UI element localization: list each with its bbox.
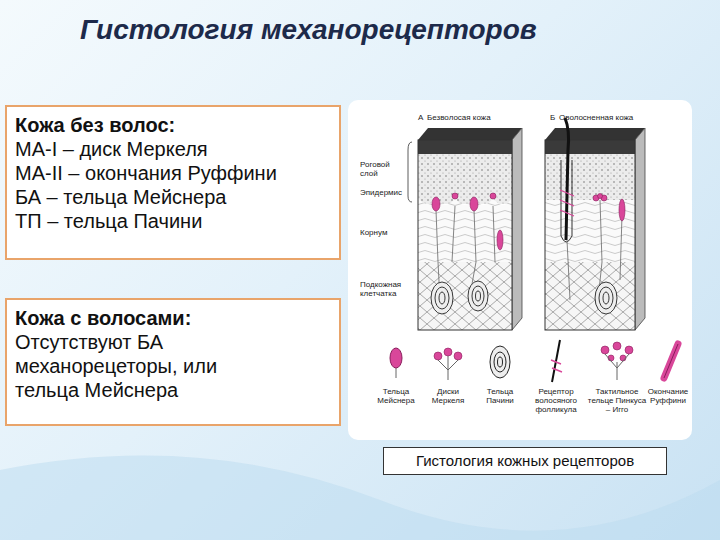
box-text: БА – тельца Мейснера <box>15 185 331 209</box>
box-text: Отсутствуют БА механорецеторы, или тельц… <box>15 330 255 402</box>
figure-label: Тактильное тельце Пинкуса – Игго <box>586 387 648 414</box>
box-text: МА-II – окончания Руффини <box>15 161 331 185</box>
figure-panel <box>348 100 692 440</box>
figure-label: Подкожная клетчатка <box>360 280 414 298</box>
figure-label: Тельца Мейснера <box>371 387 421 405</box>
figure-label: Окончание Руффини <box>647 387 689 405</box>
text-box: Кожа без волос:МА-I – диск МеркеляМА-II … <box>5 105 341 260</box>
box-text: ТП – тельца Пачини <box>15 209 331 233</box>
figure-caption: Гистология кожных рецепторов <box>383 447 667 475</box>
box-heading: Кожа без волос: <box>15 113 331 137</box>
slide-title: Гистология механорецепторов <box>80 14 537 46</box>
figure-label: Тельца Пачини <box>478 387 522 405</box>
box-text: МА-I – диск Меркеля <box>15 137 331 161</box>
figure-label: Роговой слой <box>360 160 404 178</box>
box-heading: Кожа с волосами: <box>15 306 331 330</box>
skin-block-a <box>418 128 522 330</box>
figure-label: Корнум <box>360 228 406 237</box>
skin-block-b <box>545 118 645 330</box>
figure-label: Б <box>550 113 560 122</box>
figure-label: Рецептор волосяного фолликула <box>529 387 583 414</box>
layer-bracket <box>408 142 412 202</box>
figure-label: Безволосая кожа <box>427 113 517 122</box>
receptor-icons <box>390 340 678 382</box>
figure-label: Диски Меркеля <box>423 387 473 405</box>
figure-label: Эпидермис <box>360 188 406 197</box>
text-box: Кожа с волосами:Отсутствуют БА механорец… <box>5 298 341 426</box>
figure-label: А <box>418 113 428 122</box>
figure-label: Оволосненная кожа <box>559 113 659 122</box>
